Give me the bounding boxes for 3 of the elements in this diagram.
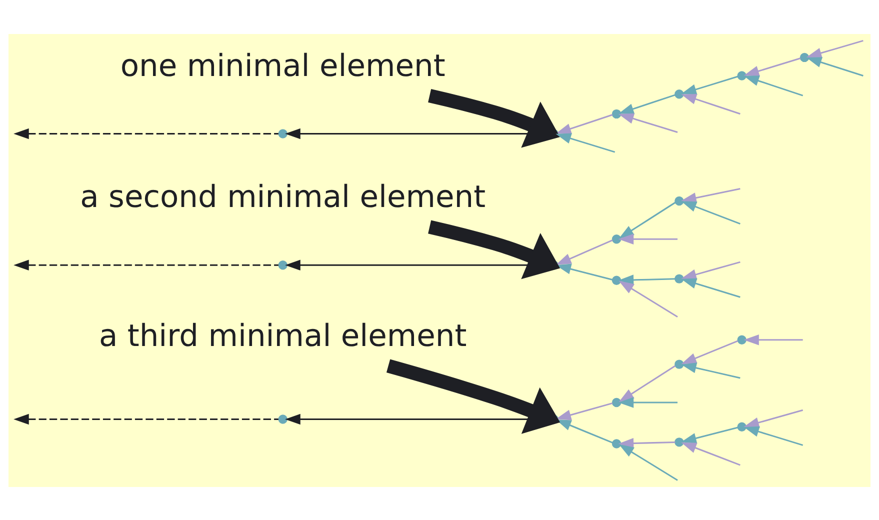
node-text: a second minimal element (80, 180, 486, 215)
node-text: a third minimal element (98, 318, 467, 354)
node-text: one minimal element (120, 48, 446, 84)
